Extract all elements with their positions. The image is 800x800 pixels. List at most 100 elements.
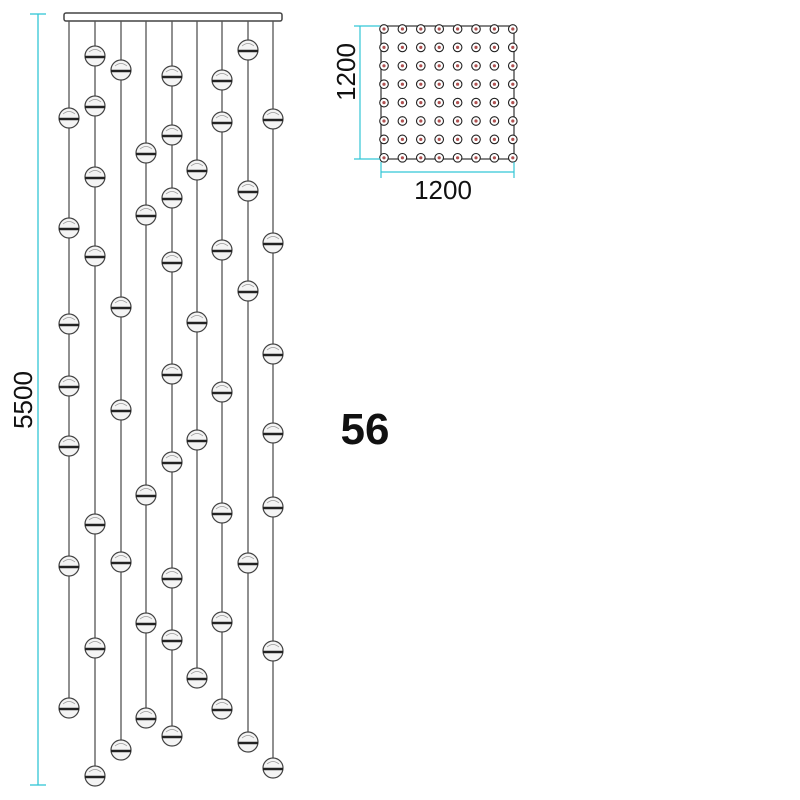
plan-dot-center: [474, 45, 478, 50]
pendant-ball: [135, 484, 157, 506]
pendant-ball: [58, 435, 80, 457]
plan-dot-center: [437, 101, 441, 105]
pendant-ball: [262, 422, 284, 444]
plan-dot-center: [474, 156, 478, 160]
pendant-ball: [237, 552, 259, 574]
plan-dot-center: [382, 27, 386, 31]
pendant-ball: [262, 496, 284, 518]
plan-dot-center: [511, 101, 515, 105]
plan-dot-center: [492, 101, 496, 105]
pendant-ball: [58, 375, 80, 397]
plan-dot-center: [511, 137, 515, 141]
plan-dot-center: [456, 82, 460, 86]
height-dimension: [30, 13, 46, 786]
pendant-ball: [161, 65, 183, 87]
pendant-ball: [84, 637, 106, 659]
plan-dot-center: [437, 27, 441, 31]
pendant-group: [58, 21, 284, 787]
pendant-ball: [211, 69, 233, 91]
pendant-ball: [161, 124, 183, 146]
pendant-ball: [186, 429, 208, 451]
plan-dot-center: [382, 45, 386, 50]
pendant-ball: [161, 251, 183, 273]
pendant-ball: [211, 502, 233, 524]
pendant-ball: [58, 555, 80, 577]
pendant-ball: [237, 39, 259, 61]
pendant-ball: [110, 551, 132, 573]
pendant-ball: [84, 166, 106, 188]
pendant-ball: [58, 217, 80, 239]
pendant-ball: [186, 159, 208, 181]
pendant-ball: [211, 239, 233, 261]
pendant-ball: [211, 381, 233, 403]
plan-dot-center: [437, 64, 441, 68]
pendant-ball: [186, 667, 208, 689]
pendant-ball: [262, 640, 284, 662]
plan-dot-center: [492, 137, 496, 141]
plan-dot-center: [474, 119, 478, 123]
pendant-ball: [58, 107, 80, 129]
pendant-ball: [237, 280, 259, 302]
plan-dot-center: [419, 64, 423, 68]
pendant-ball: [161, 725, 183, 747]
plan-dot-center: [400, 137, 404, 141]
plan-dot-center: [400, 119, 404, 123]
plan-dot-center: [474, 82, 478, 86]
plan-dot-center: [474, 27, 478, 31]
pendant-ball: [161, 363, 183, 385]
pendant-ball: [84, 513, 106, 535]
plan-dot-center: [382, 64, 386, 68]
plan-width-dimension: [380, 162, 515, 178]
plan-width-label: 1200: [414, 175, 472, 205]
pendant-ball: [262, 757, 284, 779]
pendant-ball: [262, 232, 284, 254]
pendant-ball: [237, 731, 259, 753]
plan-dot-center: [474, 137, 478, 141]
plan-dot-center: [419, 156, 423, 160]
plan-dot-center: [400, 82, 404, 86]
plan-dot-center: [492, 27, 496, 31]
pendant-ball: [161, 451, 183, 473]
pendant-ball: [84, 765, 106, 787]
plan-dot-center: [437, 45, 441, 50]
plan-dot-center: [419, 45, 423, 50]
plan-dot-center: [456, 64, 460, 68]
pendant-ball: [161, 629, 183, 651]
plan-dot-center: [437, 119, 441, 123]
plan-dot-center: [492, 82, 496, 86]
pendant-ball: [58, 313, 80, 335]
plan-dot-center: [437, 82, 441, 86]
plan-dot-center: [492, 156, 496, 160]
plan-dot-center: [456, 156, 460, 160]
plan-dot-center: [382, 156, 386, 160]
pendant-ball: [135, 612, 157, 634]
plan-dot-center: [511, 82, 515, 86]
plan-dot-center: [400, 156, 404, 160]
plan-dot-center: [456, 137, 460, 141]
plan-dot-center: [419, 137, 423, 141]
plan-dot-center: [511, 45, 515, 50]
plan-dot-center: [456, 27, 460, 31]
pendant-ball: [84, 245, 106, 267]
plan-dot-center: [382, 101, 386, 105]
pendant-ball: [84, 95, 106, 117]
plan-dot-center: [437, 156, 441, 160]
plan-dot-center: [419, 119, 423, 123]
plan-dot-center: [400, 45, 404, 50]
plan-dot-center: [400, 64, 404, 68]
height-label: 5500: [8, 371, 38, 429]
plan-dot-center: [382, 119, 386, 123]
plan-dot-center: [492, 119, 496, 123]
plan-dot-grid: [379, 24, 518, 163]
pendant-ball: [110, 59, 132, 81]
pendant-ball: [110, 296, 132, 318]
plan-dot-center: [456, 119, 460, 123]
plan-dot-center: [511, 119, 515, 123]
pendant-ball: [135, 142, 157, 164]
plan-dot-center: [456, 101, 460, 105]
pendant-ball: [211, 111, 233, 133]
plan-dot-center: [474, 64, 478, 68]
plan-dot-center: [492, 64, 496, 68]
pendant-ball: [135, 707, 157, 729]
